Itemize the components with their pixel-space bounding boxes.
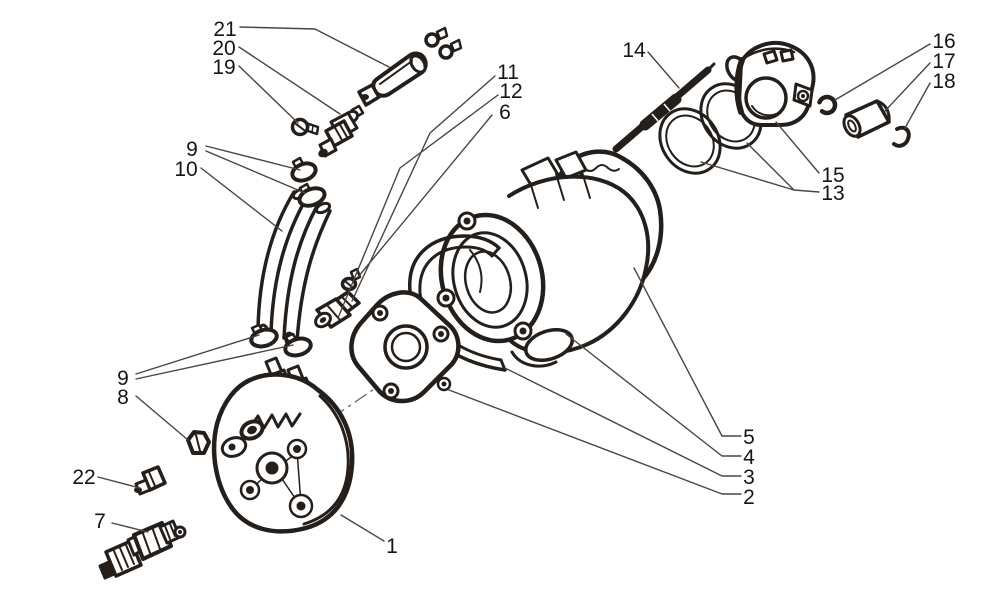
callout-label-19: 19 xyxy=(212,56,235,79)
callout-label-10: 10 xyxy=(174,158,197,181)
leader-line-22 xyxy=(97,476,141,489)
hose-clip xyxy=(438,44,454,60)
callout-label-3: 3 xyxy=(743,466,755,489)
leader-line-13 xyxy=(746,142,820,193)
callout-label-15: 15 xyxy=(821,164,844,187)
callout-label-16: 16 xyxy=(932,30,955,53)
callout-label-20: 20 xyxy=(212,37,235,60)
leader-line-15 xyxy=(775,121,820,174)
head-gasket-plate xyxy=(349,290,461,404)
cylinder-head xyxy=(211,356,355,534)
callout-label-9: 9 xyxy=(117,367,129,390)
piston xyxy=(734,41,816,127)
callout-label-18: 18 xyxy=(932,70,955,93)
leader-line-9 xyxy=(135,344,294,380)
leader-line-21 xyxy=(239,26,390,68)
callout-label-1: 1 xyxy=(386,535,398,558)
cap-nut xyxy=(186,430,211,455)
circlip xyxy=(816,94,838,116)
callout-label-2: 2 xyxy=(743,486,755,509)
leader-line-6 xyxy=(357,114,493,278)
leader-line-19 xyxy=(238,65,299,124)
hose-piece xyxy=(357,26,463,107)
screw-pan-head xyxy=(290,117,320,137)
hose-clamps-lower xyxy=(249,323,313,358)
leader-line-18 xyxy=(904,82,931,129)
callout-label-12: 12 xyxy=(499,80,522,103)
leader-line-11 xyxy=(351,75,496,302)
pin-clip xyxy=(892,125,911,148)
callout-label-22: 22 xyxy=(72,466,95,489)
spark-plug xyxy=(98,519,187,580)
callout-label-21: 21 xyxy=(213,18,236,41)
spark-plug-thread-coil xyxy=(248,412,302,430)
callout-label-9: 9 xyxy=(186,138,198,161)
leader-line-9 xyxy=(135,334,260,375)
leader-line-2 xyxy=(448,389,742,495)
leader-line-1 xyxy=(340,514,385,542)
leader-line-5 xyxy=(633,267,742,437)
callout-label-5: 5 xyxy=(743,426,755,449)
leader-line-13 xyxy=(700,161,795,191)
leader-line-14 xyxy=(647,51,680,89)
callout-label-8: 8 xyxy=(117,386,129,409)
hose-clip xyxy=(424,32,440,48)
elbow-fitting xyxy=(357,83,381,107)
hose-clamps-upper xyxy=(290,156,327,208)
needle-rod xyxy=(612,62,716,153)
union-fitting xyxy=(314,290,361,329)
callout-label-6: 6 xyxy=(499,101,511,124)
valve-fitting xyxy=(318,104,365,158)
leader-line-20 xyxy=(238,46,341,115)
leader-line-9 xyxy=(205,145,301,171)
cylinder xyxy=(436,150,651,368)
leader-line-4 xyxy=(565,333,742,457)
leader-line-7 xyxy=(111,522,149,533)
leader-line-9 xyxy=(205,150,306,194)
callout-label-7: 7 xyxy=(94,510,106,533)
callout-label-11: 11 xyxy=(497,61,519,84)
leader-line-12 xyxy=(337,94,499,319)
callout-label-13: 13 xyxy=(821,182,844,205)
temp-sensor xyxy=(134,465,167,496)
leader-line-3 xyxy=(504,367,742,477)
callout-label-14: 14 xyxy=(622,39,646,62)
leader-line-8 xyxy=(135,395,189,441)
callout-label-17: 17 xyxy=(932,50,955,73)
callout-label-4: 4 xyxy=(743,446,755,469)
leader-line-17 xyxy=(884,62,931,112)
leader-line-16 xyxy=(834,43,931,101)
wrist-pin xyxy=(842,99,891,139)
leader-line-10 xyxy=(200,167,283,232)
